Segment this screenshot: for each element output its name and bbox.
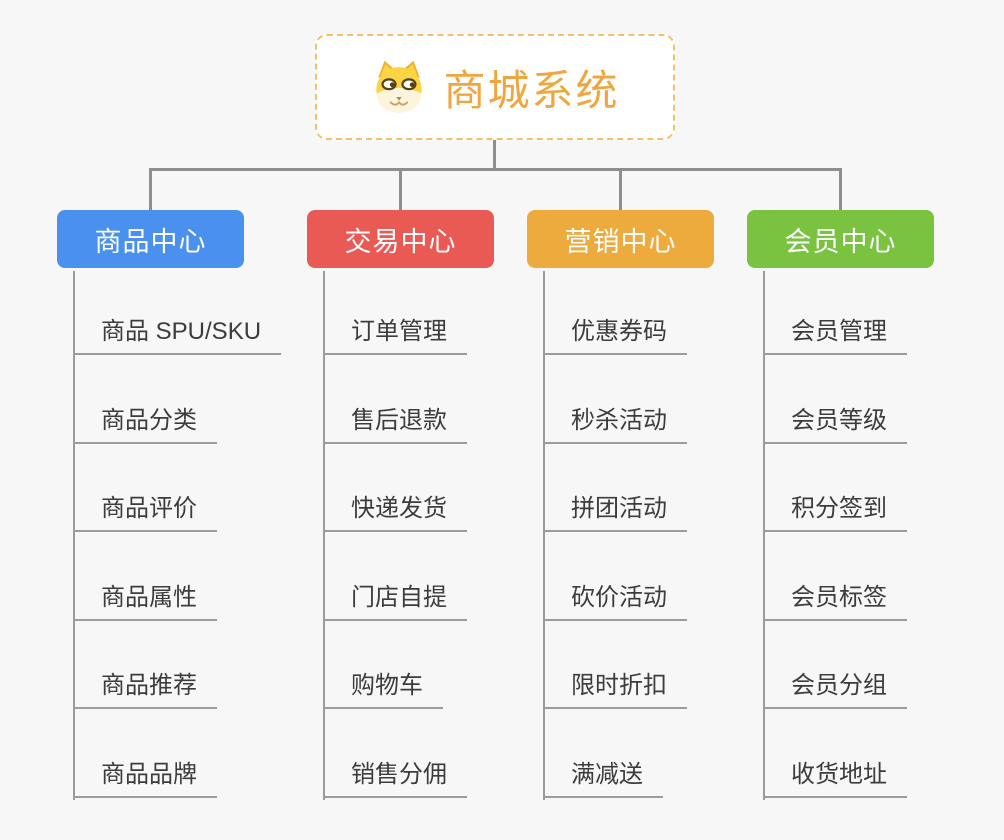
leaf-node[interactable]: 订单管理: [323, 315, 467, 355]
leaf-node[interactable]: 商品 SPU/SKU: [73, 315, 282, 355]
connector-drop-marketing: [619, 168, 622, 210]
branch-trunk-line: [763, 271, 765, 800]
leaf-node[interactable]: 满减送: [543, 758, 663, 798]
leaf-node[interactable]: 拼团活动: [543, 492, 687, 532]
leaf-node[interactable]: 砍价活动: [543, 581, 687, 621]
branch-node-marketing-center[interactable]: 营销中心: [527, 210, 714, 268]
leaf-node[interactable]: 门店自提: [323, 581, 467, 621]
leaf-node[interactable]: 商品推荐: [73, 669, 217, 709]
leaf-node[interactable]: 秒杀活动: [543, 404, 687, 444]
connector-drop-product: [149, 168, 152, 210]
branch-node-trade-center[interactable]: 交易中心: [307, 210, 494, 268]
leaf-node[interactable]: 积分签到: [763, 492, 907, 532]
leaf-node[interactable]: 会员等级: [763, 404, 907, 444]
branch-trunk-line: [73, 271, 75, 800]
leaf-node[interactable]: 会员标签: [763, 581, 907, 621]
connector-drop-trade: [399, 168, 402, 210]
leaf-node[interactable]: 商品评价: [73, 492, 217, 532]
branch-trunk-line: [323, 271, 325, 800]
leaf-node[interactable]: 快递发货: [323, 492, 467, 532]
connector-horizontal-bar: [150, 168, 842, 171]
doge-icon: [376, 60, 423, 113]
root-node[interactable]: 商城系统: [315, 34, 675, 140]
leaf-node[interactable]: 销售分佣: [323, 758, 467, 798]
branch-node-product-center[interactable]: 商品中心: [57, 210, 244, 268]
connector-drop-member: [839, 168, 842, 210]
branch-trunk-line: [543, 271, 545, 800]
leaf-node[interactable]: 商品分类: [73, 404, 217, 444]
leaf-node[interactable]: 收货地址: [763, 758, 907, 798]
leaf-node[interactable]: 会员管理: [763, 315, 907, 355]
leaf-node[interactable]: 商品属性: [73, 581, 217, 621]
connector-root-stub: [493, 140, 496, 171]
root-title: 商城系统: [443, 66, 620, 114]
branch-node-member-center[interactable]: 会员中心: [747, 210, 934, 268]
leaf-node[interactable]: 售后退款: [323, 404, 467, 444]
leaf-node[interactable]: 购物车: [323, 669, 443, 709]
leaf-node[interactable]: 商品品牌: [73, 758, 217, 798]
leaf-node[interactable]: 会员分组: [763, 669, 907, 709]
leaf-node[interactable]: 限时折扣: [543, 669, 687, 709]
leaf-node[interactable]: 优惠券码: [543, 315, 687, 355]
